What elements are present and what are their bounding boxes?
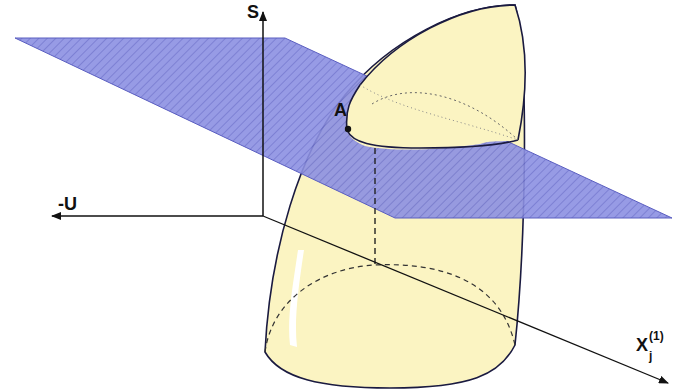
x-axis — [263, 216, 668, 383]
axis-label: X — [636, 336, 648, 354]
intersection-curve — [347, 130, 518, 148]
intersection-hidden — [360, 85, 518, 140]
plane — [15, 38, 672, 218]
axis-superscript: (1) — [649, 330, 664, 342]
highlight — [289, 250, 304, 347]
point — [345, 126, 351, 132]
hidden-edge — [265, 265, 515, 352]
cap — [347, 5, 526, 150]
axis-subscript: j — [649, 350, 652, 362]
s-axis — [262, 12, 264, 216]
projection-line — [374, 148, 375, 266]
axis-label: S — [247, 3, 259, 21]
u-axis — [52, 215, 263, 217]
surface-edge — [347, 5, 526, 140]
axis-label: -U — [58, 195, 77, 213]
point-label: A — [334, 101, 347, 119]
